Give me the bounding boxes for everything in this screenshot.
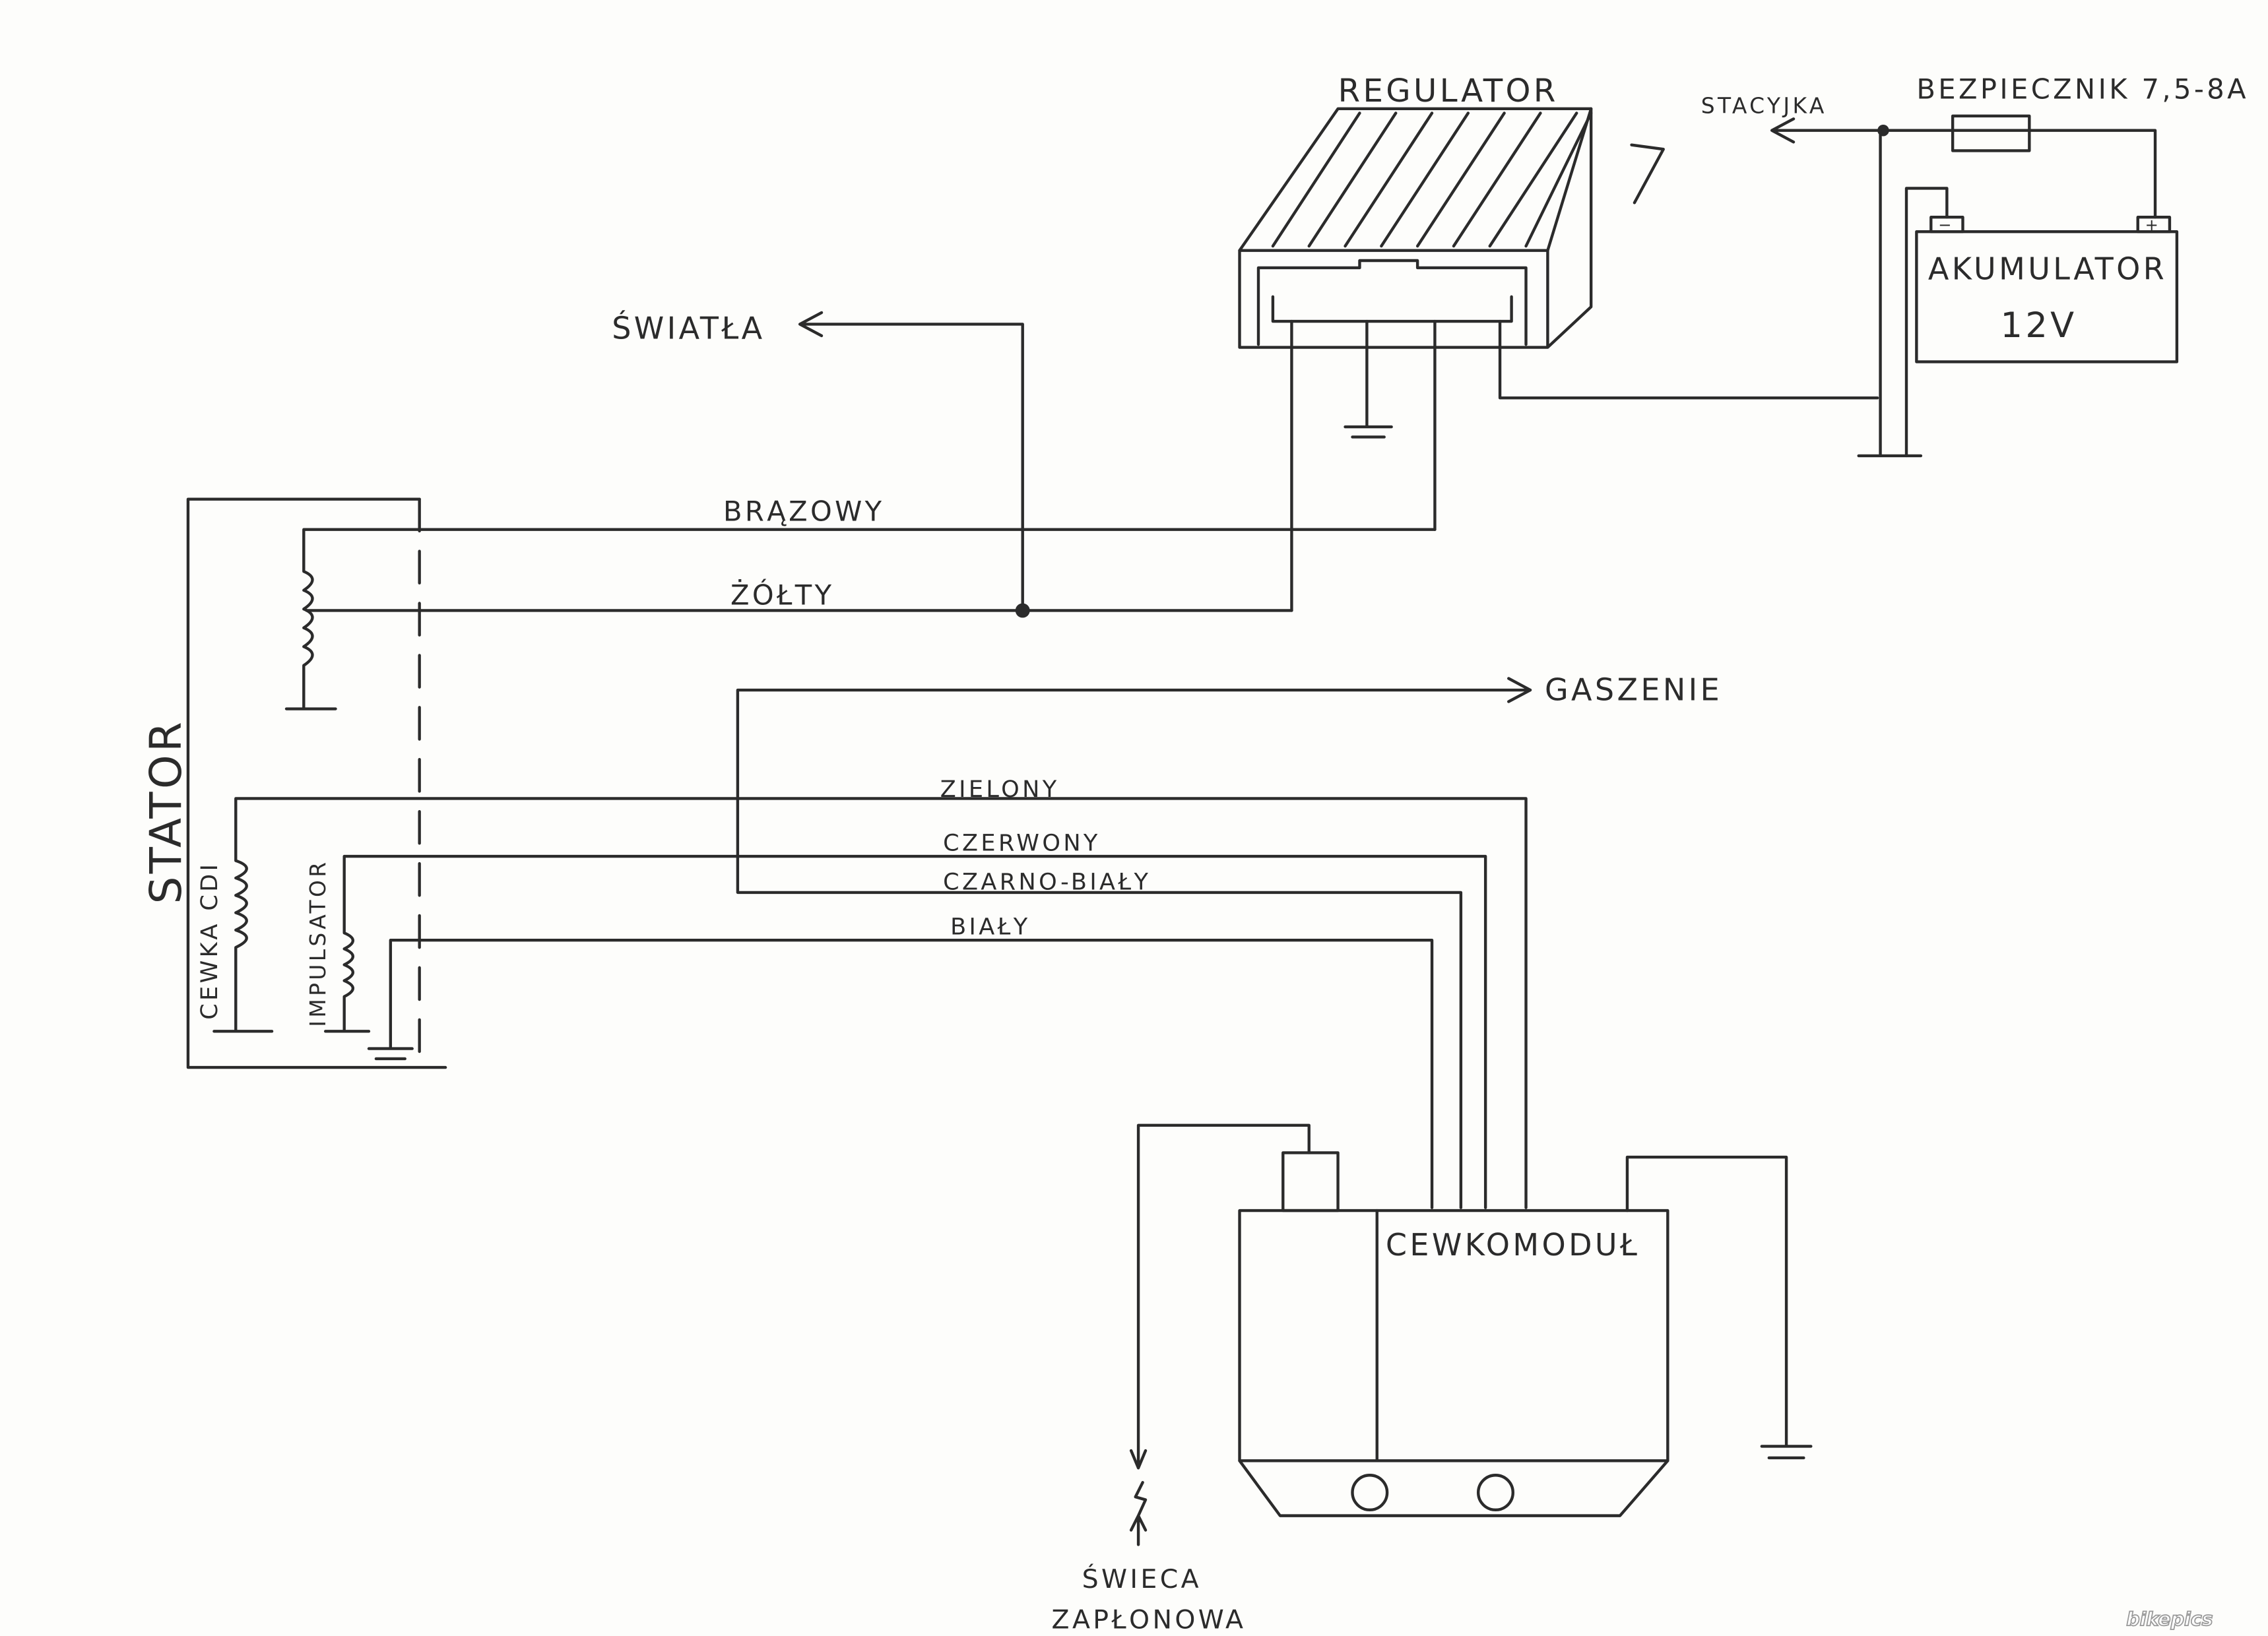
bialy-label: BIAŁY [950,913,1030,940]
zolty-label: ŻÓŁTY [730,579,834,612]
impulsator-label: IMPULSATOR [305,860,331,1027]
battery [1915,230,2179,363]
zielony-label: ZIELONY [940,776,1060,803]
fuse [1951,114,2031,152]
regulator-label: REGULATOR [1338,73,1559,110]
cewkomodul-label: CEWKOMODUŁ [1386,1227,1640,1263]
stator: STATOR CEWKA CDI IMPULSATOR ŚWIATŁA BRĄZ… [141,310,1722,1209]
cewkomodul: CEWKOMODUŁ ŚWIECA ZAPŁONOWA [1052,1123,1813,1635]
regulator: REGULATOR [1238,73,1879,612]
minus-terminal-label: − [1938,216,1955,234]
czerwony-label: CZERWONY [943,829,1101,856]
bikepics-watermark: bikepics [2126,1608,2213,1630]
gaszenie-label: GASZENIE [1545,672,1722,707]
brazowy-label: BRĄZOWY [723,495,885,528]
stator-label: STATOR [141,719,191,904]
battery-label: AKUMULATOR [1928,251,2167,286]
stacyjka-label: STACYJKA [1701,92,1827,118]
battery-circuit: − + STACYJKA BEZPIECZNIK 7,5-8A AKUMULAT… [1701,73,2249,458]
plus-terminal-label: + [2145,216,2162,234]
fuse-label: BEZPIECZNIK 7,5-8A [1916,73,2249,105]
czarno-bialy-label: CZARNO-BIAŁY [943,869,1151,896]
cewka-cdi-label: CEWKA CDI [196,862,223,1020]
swieca-label: ŚWIECA [1082,1563,1202,1594]
battery-voltage-label: 12V [2000,305,2077,346]
swiatla-label: ŚWIATŁA [612,310,765,346]
zaplonowa-label: ZAPŁONOWA [1052,1605,1247,1635]
